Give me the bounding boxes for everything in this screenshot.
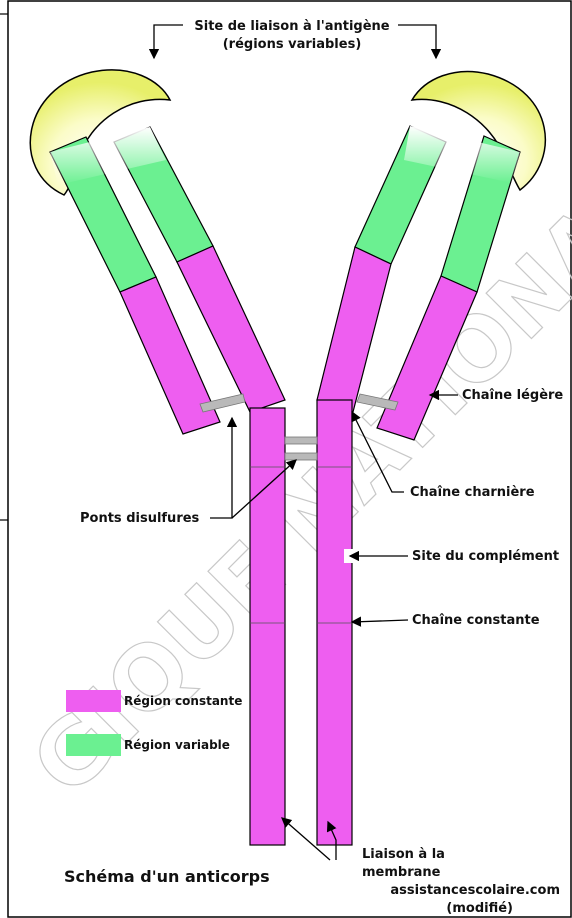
label-source-note: (modifié)	[446, 901, 513, 916]
label-complement-site: Site du complément	[412, 549, 559, 564]
label-source: assistancescolaire.com	[390, 883, 560, 898]
label-light-chain: Chaîne légère	[462, 388, 563, 403]
legend-label-variable: Région variable	[124, 738, 230, 752]
label-disulfide-bridges: Ponts disulfures	[80, 511, 200, 526]
label-antigen-site-sub: (régions variables)	[223, 37, 362, 52]
legend-swatch-variable	[66, 734, 121, 756]
disulfide-bridge-hinge-1	[285, 437, 317, 444]
legend-swatch-constant	[66, 690, 121, 712]
disulfide-bridge-hinge-2	[285, 453, 317, 460]
label-membrane-2: membrane	[362, 865, 441, 880]
legend-label-constant: Région constante	[124, 694, 242, 708]
label-hinge-chain: Chaîne charnière	[410, 485, 535, 500]
label-constant-chain: Chaîne constante	[412, 613, 540, 628]
figure-caption: Schéma d'un anticorps	[64, 867, 270, 886]
stem-left	[250, 408, 285, 845]
label-membrane-1: Liaison à la	[362, 847, 445, 862]
label-antigen-site: Site de liaison à l'antigène	[194, 19, 389, 34]
